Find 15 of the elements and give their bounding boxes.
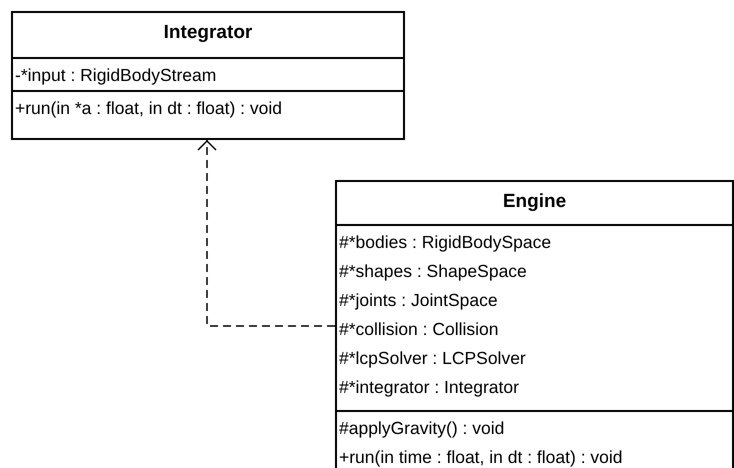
method-text: +run(in *a : float, in dt : float) : void <box>15 97 284 120</box>
attribute-text: -*input : RigidBodyStream <box>15 64 218 87</box>
method-text: +run(in time : float, in dt : float) : void <box>339 446 624 468</box>
attribute-text: #*shapes : ShapeSpace <box>339 260 528 283</box>
attribute-text: #*bodies : RigidBodySpace <box>339 231 552 254</box>
attribute-text: #*lcpSolver : LCPSolver <box>339 347 527 370</box>
class-name: Engine <box>502 190 568 214</box>
attribute-text: #*integrator : Integrator <box>339 376 520 399</box>
class-name: Integrator <box>162 21 254 45</box>
class-box <box>335 180 734 468</box>
dependency-arrow <box>197 140 335 327</box>
attribute-text: #*collision : Collision <box>339 318 500 341</box>
method-text: #applyGravity() : void <box>339 417 506 440</box>
attribute-text: #*joints : JointSpace <box>339 289 499 312</box>
class-box <box>11 11 405 140</box>
